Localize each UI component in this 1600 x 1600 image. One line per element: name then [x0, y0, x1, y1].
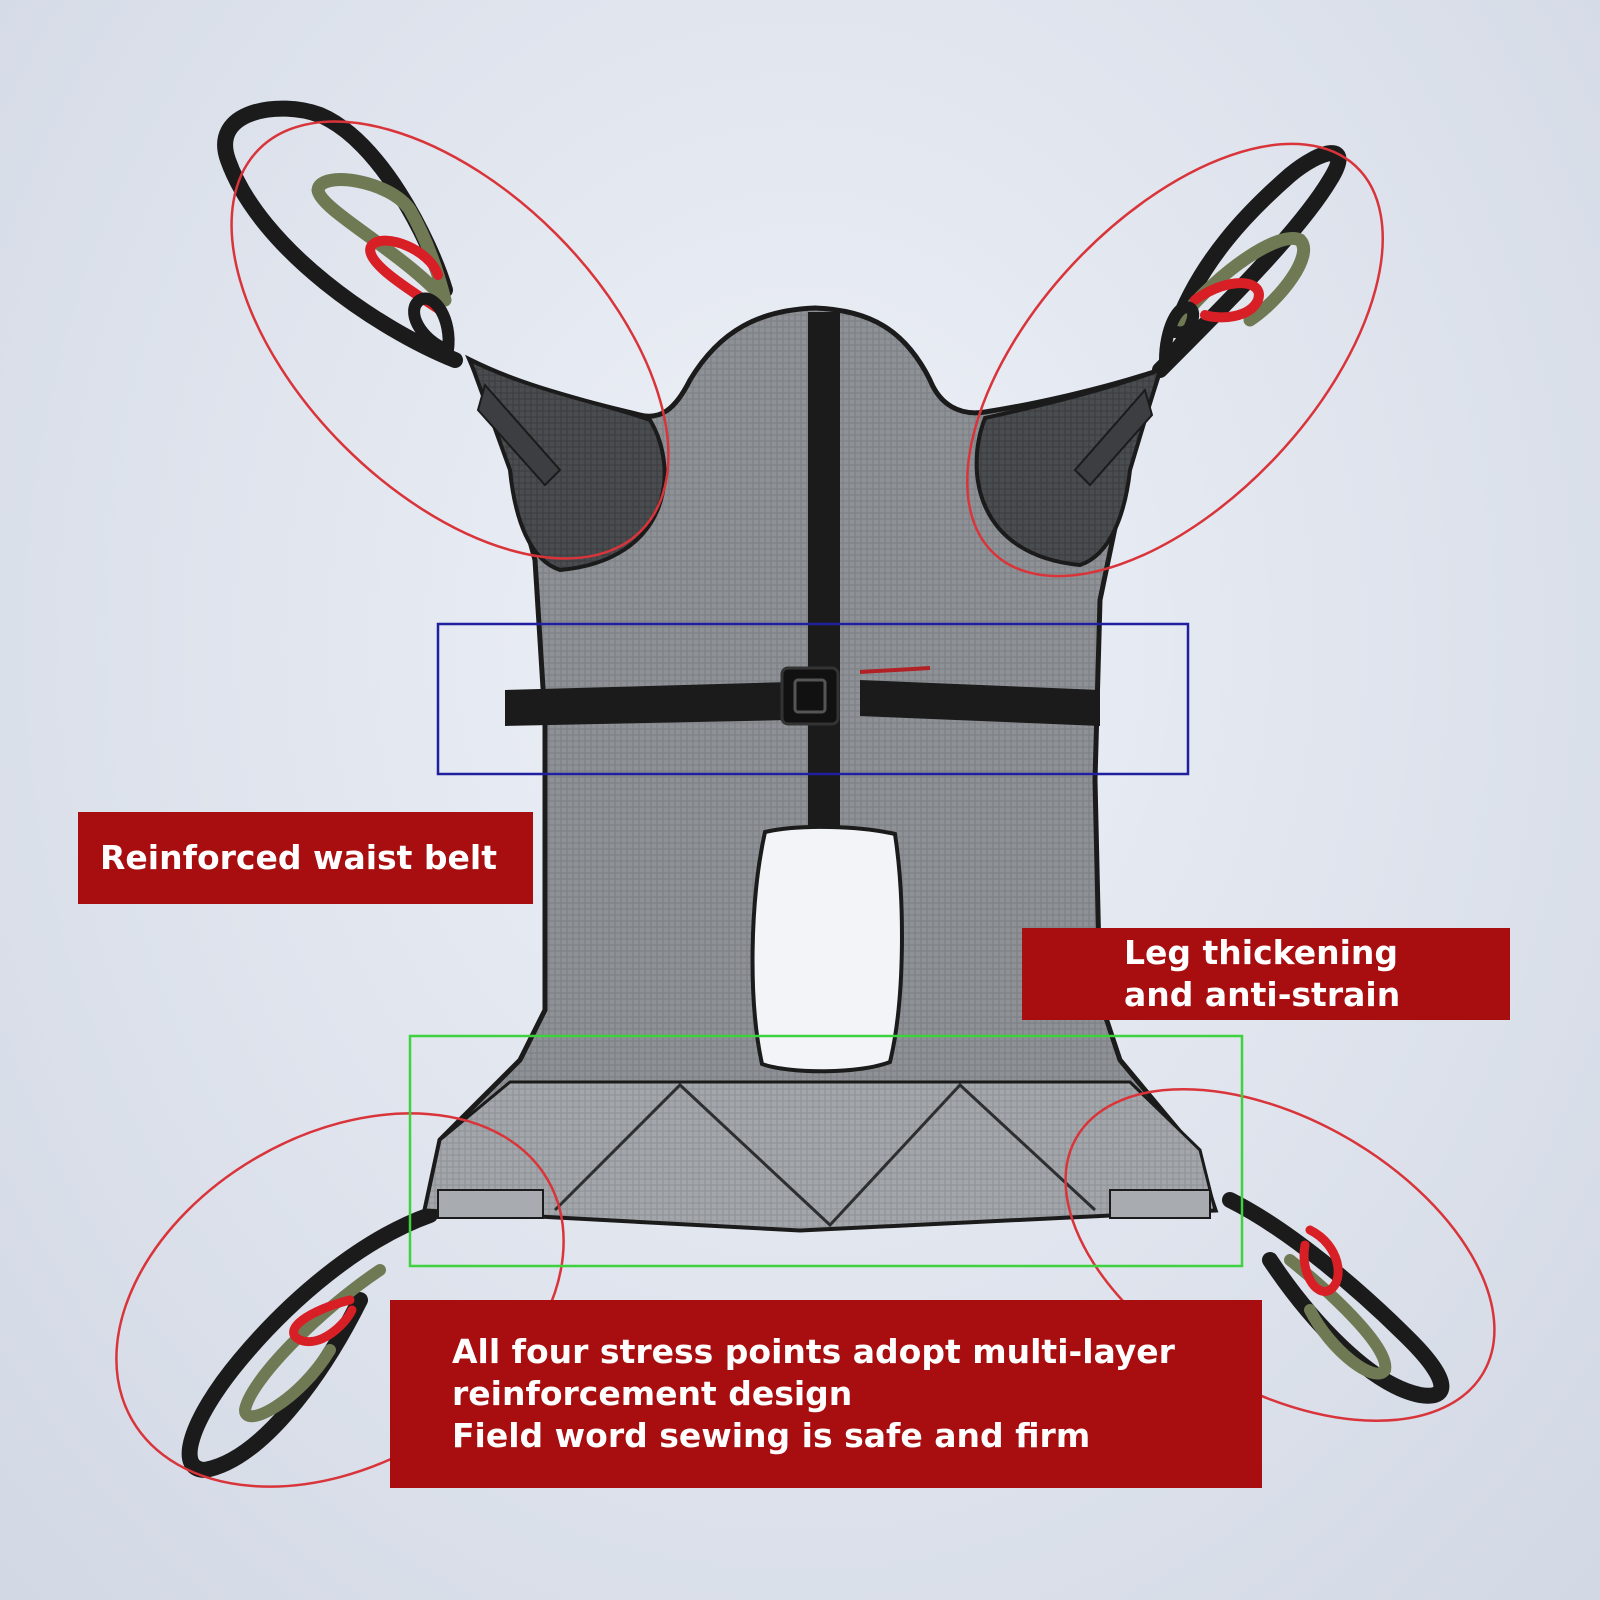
right-shoulder-patch [974, 366, 1164, 568]
right-shoulder-tab [1073, 387, 1154, 487]
stress-label-line1: All four stress points adopt multi-layer [452, 1331, 1175, 1371]
waist-belt-strap [505, 680, 1100, 726]
leg-thickening-callout: Leg thickening and anti-strain [1022, 928, 1510, 1020]
waist-belt-frame [436, 622, 1190, 776]
left-shoulder-patch [466, 355, 667, 573]
waist-belt-buckle [780, 666, 840, 726]
spine-strap [808, 312, 840, 834]
leg-panel-seams [553, 1082, 1097, 1228]
top-right-highlight-ellipse [966, 142, 1384, 578]
bottom-right-tab [1109, 1189, 1211, 1219]
stress-label-line2: reinforcement design [452, 1373, 853, 1413]
left-shoulder-tab [476, 382, 562, 487]
waist-belt-label: Reinforced waist belt [100, 837, 498, 877]
stress-points-callout: All four stress points adopt multi-layer… [390, 1300, 1262, 1488]
bottom-right-strap-loops [1222, 1192, 1450, 1404]
top-right-strap-loops [1152, 145, 1347, 378]
bottom-left-strap-loops [181, 1207, 438, 1479]
stress-label-line3: Field word sewing is safe and firm [452, 1416, 1091, 1456]
top-left-strap-loops [217, 100, 463, 368]
center-cutout [750, 824, 904, 1074]
bottom-left-tab [437, 1189, 544, 1219]
leg-label-line2: and anti-strain [1124, 975, 1401, 1014]
leg-thickening-frame [408, 1034, 1244, 1268]
leg-label-line1: Leg thickening [1124, 932, 1399, 972]
waist-belt-callout: Reinforced waist belt [78, 812, 533, 904]
top-left-highlight-ellipse [230, 120, 670, 560]
